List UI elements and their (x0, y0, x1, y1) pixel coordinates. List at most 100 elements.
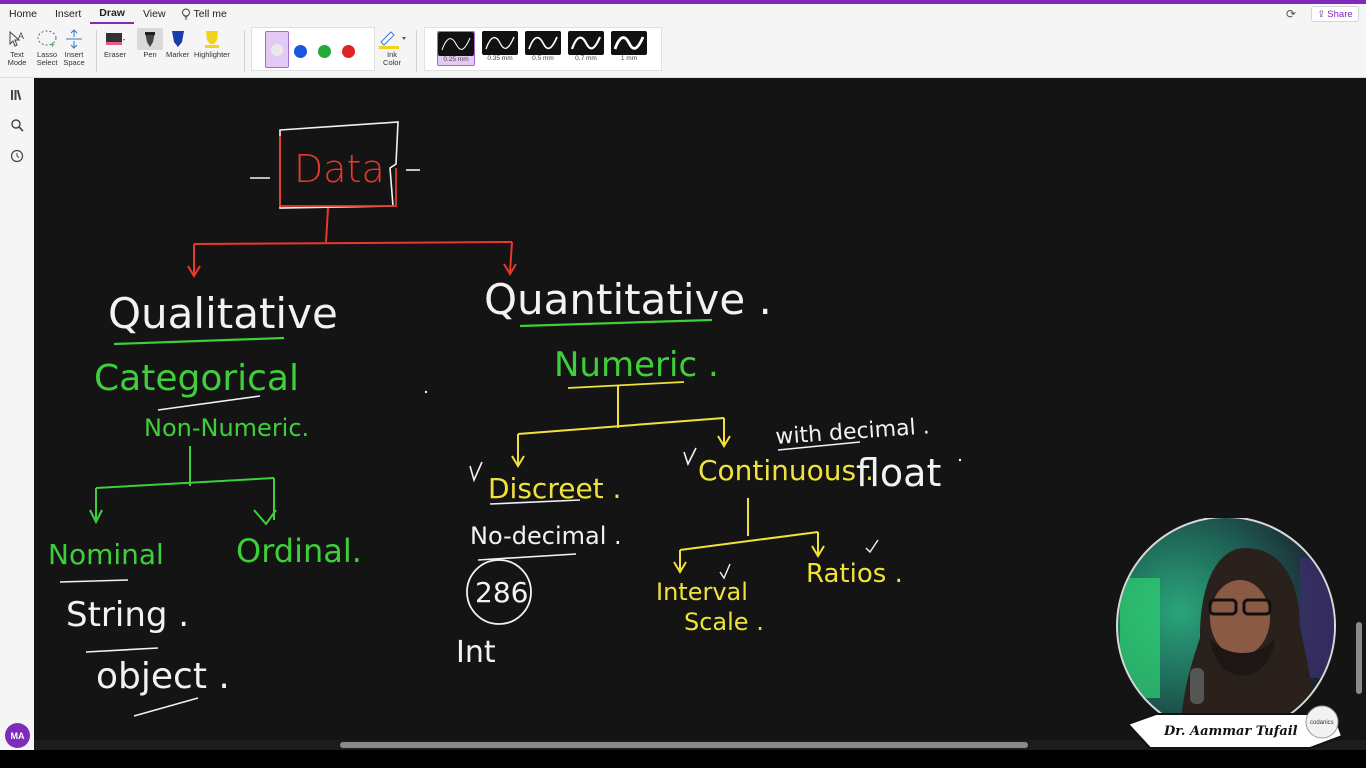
ribbon-divider (244, 30, 245, 72)
eraser-button[interactable]: Eraser (104, 27, 126, 59)
svg-text:A: A (18, 31, 24, 41)
qualitative-underline (113, 336, 285, 346)
ribbon-divider (416, 30, 417, 72)
scale-label: Scale . (684, 608, 764, 636)
thickness-07-label: 0.7 mm (575, 55, 597, 62)
categorical-underline (157, 395, 261, 411)
object-underline (133, 697, 199, 717)
eraser-icon (106, 33, 126, 45)
color-swatch-blue[interactable] (294, 45, 307, 58)
float-label: float (856, 451, 941, 495)
thickness-07[interactable]: 0.7 mm (567, 31, 605, 62)
webcam-frame: codanics (1116, 516, 1344, 749)
red-tree (193, 207, 513, 274)
microphone (1190, 668, 1204, 704)
string-label: String . (66, 595, 189, 635)
yellow-arrow-right (717, 435, 731, 448)
sync-icon[interactable]: ⟳ (1286, 7, 1297, 21)
thickness-035[interactable]: 0.35 mm (481, 31, 519, 62)
discreet-label: Discreet . (488, 472, 621, 505)
marker-label: Marker (166, 50, 190, 59)
data-box-stroke (279, 121, 399, 209)
insert-space-label: Insert Space (63, 50, 85, 67)
highlighter-icon (204, 31, 219, 48)
lasso-icon: + (37, 30, 57, 50)
pen-label: Pen (143, 50, 157, 59)
color-swatch-white-selected[interactable] (265, 31, 289, 68)
lasso-select-label: Lasso Select (36, 50, 58, 67)
avatar[interactable]: MA (5, 723, 30, 748)
number-circle (466, 559, 532, 625)
eraser-label: Eraser (104, 50, 127, 59)
name-banner-text: Dr. Aammar Tufail (1164, 724, 1298, 739)
svg-text:+: + (50, 40, 55, 50)
highlighter-button[interactable]: Highlighter (194, 27, 230, 59)
channel-logo-mark: codanics (1310, 720, 1334, 726)
thickness-025[interactable]: 0.25 mm (437, 31, 475, 66)
lasso-select-button[interactable]: + Lasso Select (34, 27, 60, 67)
pen-icon (145, 32, 155, 47)
ratios-label: Ratios . (806, 559, 903, 589)
numeric-underline (567, 381, 685, 389)
webcam-overlay: codanics Dr. Aammar Tufail (1110, 516, 1344, 750)
thickness-palette: 0.25 mm 0.35 mm 0.5 mm 0.7 mm 1 mm (424, 27, 662, 71)
notebooks-icon[interactable] (10, 88, 24, 102)
insert-space-button[interactable]: Insert Space (61, 27, 87, 67)
marker-button[interactable]: Marker (166, 27, 189, 59)
stray-dot-2 (958, 458, 962, 462)
green-arrow-left (89, 509, 103, 525)
thickness-025-label: 0.25 mm (443, 56, 469, 63)
yellow-subtree (679, 498, 819, 570)
with-decimal-label: with decimal . (775, 414, 931, 450)
share-icon: ⇪ (1317, 8, 1326, 20)
discreet-underline (489, 499, 581, 505)
green-tree (95, 446, 275, 520)
ink-color-icon (379, 31, 406, 49)
quantitative-label: Quantitative . (484, 275, 772, 324)
thickness-1[interactable]: 1 mm (610, 31, 648, 62)
object-label: object . (96, 656, 230, 697)
string-underline (85, 647, 159, 653)
tab-insert[interactable]: Insert (55, 8, 82, 20)
data-label: Data (294, 147, 385, 191)
color-swatch-red[interactable] (342, 45, 355, 58)
tell-me-search[interactable]: Tell me (175, 8, 227, 20)
ink-color-button[interactable]: Ink Color (377, 27, 407, 67)
red-arrow-right (503, 263, 517, 276)
numeric-label: Numeric . (554, 345, 719, 385)
int-label: Int (456, 635, 496, 670)
insert-space-icon (66, 29, 82, 49)
thickness-05-label: 0.5 mm (532, 55, 554, 62)
share-button[interactable]: ⇪ Share (1311, 6, 1359, 22)
thickness-1-label: 1 mm (620, 55, 638, 62)
thickness-05[interactable]: 0.5 mm (524, 31, 562, 62)
categorical-label: Categorical (94, 358, 299, 399)
qualitative-label: Qualitative (108, 289, 338, 338)
search-icon[interactable] (10, 118, 24, 132)
tab-home[interactable]: Home (9, 8, 38, 20)
text-mode-button[interactable]: A Text Mode (6, 27, 28, 67)
highlighter-label: Highlighter (194, 50, 230, 59)
nominal-label: Nominal (48, 538, 164, 571)
tell-me-label: Tell me (193, 8, 227, 20)
vertical-scrollbar[interactable] (1356, 622, 1362, 694)
marker-icon (171, 31, 184, 47)
quantitative-underline (519, 318, 713, 328)
share-label: Share (1327, 8, 1353, 20)
check-ratios (865, 539, 879, 554)
data-box-red (279, 136, 397, 207)
tab-view[interactable]: View (142, 8, 166, 20)
recent-history-icon[interactable] (10, 149, 24, 163)
lightbulb-icon (181, 8, 190, 20)
text-mode-label: Text Mode (7, 50, 27, 67)
check-continuous (683, 447, 697, 467)
menu-bar: Home Insert Draw View Tell me ⟳ ⇪ Share (0, 4, 1366, 24)
ordinal-label: Ordinal. (236, 532, 362, 570)
ribbon-divider (96, 30, 97, 72)
tab-draw[interactable]: Draw (90, 4, 134, 24)
pen-button[interactable]: Pen (139, 27, 161, 59)
color-swatch-green[interactable] (318, 45, 331, 58)
horizontal-scrollbar[interactable] (340, 742, 1028, 748)
stray-dot (424, 390, 428, 394)
channel-logo (1305, 705, 1339, 739)
